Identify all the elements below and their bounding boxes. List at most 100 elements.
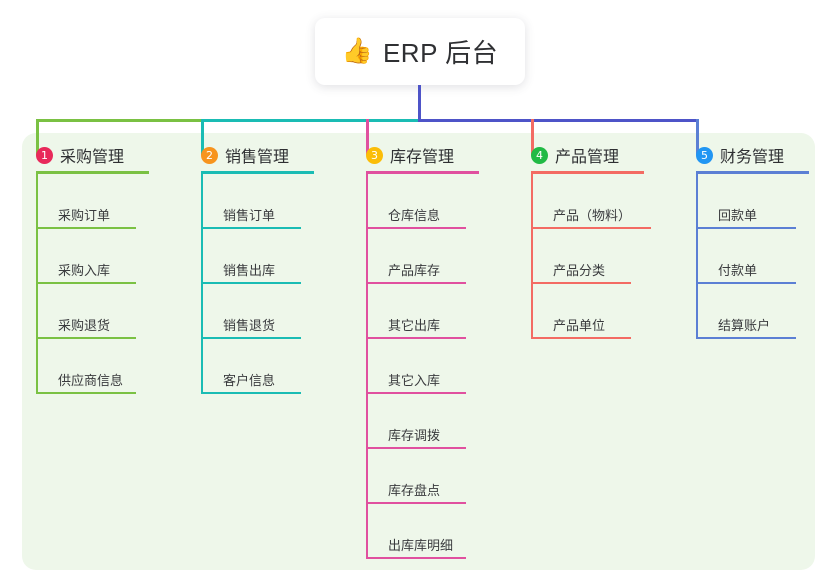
leaf-item[interactable]: 产品库存 [366, 250, 466, 284]
branch-header-3[interactable]: 3 库存管理 [366, 143, 454, 167]
branch-index-badge: 4 [531, 146, 548, 164]
leaf-item-label: 付款单 [718, 263, 758, 278]
branch-spine [201, 174, 203, 394]
leaf-item-underline [36, 337, 136, 339]
branch-title: 产品管理 [555, 149, 620, 166]
branch-header-4[interactable]: 4 产品管理 [531, 143, 619, 167]
leaf-item[interactable]: 仓库信息 [366, 195, 466, 229]
leaf-item-underline [366, 337, 466, 339]
branch-header-5[interactable]: 5 财务管理 [696, 143, 784, 167]
diagram-panel [22, 133, 815, 570]
leaf-item-underline [366, 392, 466, 394]
leaf-item[interactable]: 回款单 [696, 195, 796, 229]
branch-index-badge: 2 [201, 146, 218, 164]
bus-segment-3 [418, 119, 699, 122]
leaf-item-label: 产品库存 [388, 263, 441, 278]
branch-title: 库存管理 [390, 149, 455, 166]
leaf-item-label: 销售退货 [223, 318, 276, 333]
leaf-item-label: 客户信息 [223, 373, 276, 388]
leaf-item-label: 仓库信息 [388, 208, 441, 223]
leaf-item[interactable]: 供应商信息 [36, 360, 136, 394]
branch-header-underline [531, 171, 644, 174]
branch-drop-5 [696, 119, 699, 155]
leaf-item[interactable]: 产品（物料） [531, 195, 651, 229]
leaf-item[interactable]: 客户信息 [201, 360, 301, 394]
branch-index-badge: 1 [36, 146, 53, 164]
root-node-title: ERP 后台 [382, 38, 499, 68]
bus-segment-1 [36, 119, 204, 122]
leaf-item[interactable]: 采购入库 [36, 250, 136, 284]
branch-spine [366, 174, 368, 559]
branch-drop-4 [531, 119, 534, 155]
leaf-item[interactable]: 其它出库 [366, 305, 466, 339]
leaf-item-label: 库存盘点 [388, 483, 441, 498]
leaf-item[interactable]: 销售出库 [201, 250, 301, 284]
leaf-item-underline [531, 337, 631, 339]
leaf-item-label: 采购入库 [58, 263, 111, 278]
leaf-item-underline [366, 557, 466, 559]
bus-segment-2 [201, 119, 421, 122]
leaf-item-underline [201, 282, 301, 284]
leaf-item-label: 供应商信息 [58, 373, 124, 388]
leaf-item[interactable]: 产品分类 [531, 250, 631, 284]
leaf-item-underline [696, 227, 796, 229]
leaf-item[interactable]: 付款单 [696, 250, 796, 284]
leaf-item-underline [366, 502, 466, 504]
leaf-item[interactable]: 库存盘点 [366, 470, 466, 504]
leaf-item[interactable]: 采购订单 [36, 195, 136, 229]
leaf-item-underline [531, 282, 631, 284]
leaf-item-underline [201, 227, 301, 229]
leaf-item-underline [201, 337, 301, 339]
leaf-item-label: 其它出库 [388, 318, 441, 333]
leaf-item-underline [696, 337, 796, 339]
leaf-item[interactable]: 销售退货 [201, 305, 301, 339]
thumbs-up-icon: 👍 [341, 37, 373, 65]
leaf-item-underline [531, 227, 651, 229]
leaf-item-label: 出库库明细 [388, 538, 454, 553]
branch-header-underline [366, 171, 479, 174]
leaf-item-label: 产品单位 [553, 318, 606, 333]
branch-title: 销售管理 [225, 149, 290, 166]
branch-drop-2 [201, 119, 204, 155]
branch-index-badge: 5 [696, 146, 713, 164]
branch-spine [696, 174, 698, 339]
leaf-item-underline [696, 282, 796, 284]
leaf-item-underline [366, 447, 466, 449]
leaf-item-label: 销售出库 [223, 263, 276, 278]
leaf-item-label: 回款单 [718, 208, 758, 223]
leaf-item[interactable]: 出库库明细 [366, 525, 466, 559]
branch-spine [531, 174, 533, 339]
leaf-item-underline [201, 392, 301, 394]
leaf-item[interactable]: 销售订单 [201, 195, 301, 229]
leaf-item-label: 库存调拨 [388, 428, 441, 443]
leaf-item-label: 采购订单 [58, 208, 111, 223]
branch-header-2[interactable]: 2 销售管理 [201, 143, 289, 167]
leaf-item-underline [366, 227, 466, 229]
root-stem [418, 85, 421, 122]
leaf-item-underline [36, 227, 136, 229]
root-node-card[interactable]: 👍 ERP 后台 [315, 18, 525, 85]
branch-header-underline [696, 171, 809, 174]
branch-index-badge: 3 [366, 146, 383, 164]
branch-drop-1 [36, 119, 39, 155]
leaf-item-label: 结算账户 [718, 318, 771, 333]
leaf-item-underline [36, 282, 136, 284]
branch-title: 采购管理 [60, 149, 125, 166]
root-node-content: 👍 ERP 后台 [342, 33, 498, 70]
leaf-item[interactable]: 库存调拨 [366, 415, 466, 449]
branch-header-1[interactable]: 1 采购管理 [36, 143, 124, 167]
leaf-item[interactable]: 产品单位 [531, 305, 631, 339]
branch-header-underline [201, 171, 314, 174]
leaf-item-underline [36, 392, 136, 394]
branch-drop-3 [366, 119, 369, 155]
leaf-item[interactable]: 其它入库 [366, 360, 466, 394]
branch-title: 财务管理 [720, 149, 785, 166]
leaf-item-label: 采购退货 [58, 318, 111, 333]
leaf-item[interactable]: 结算账户 [696, 305, 796, 339]
leaf-item-label: 产品（物料） [553, 208, 632, 223]
branch-spine [36, 174, 38, 394]
leaf-item[interactable]: 采购退货 [36, 305, 136, 339]
leaf-item-underline [366, 282, 466, 284]
branch-header-underline [36, 171, 149, 174]
